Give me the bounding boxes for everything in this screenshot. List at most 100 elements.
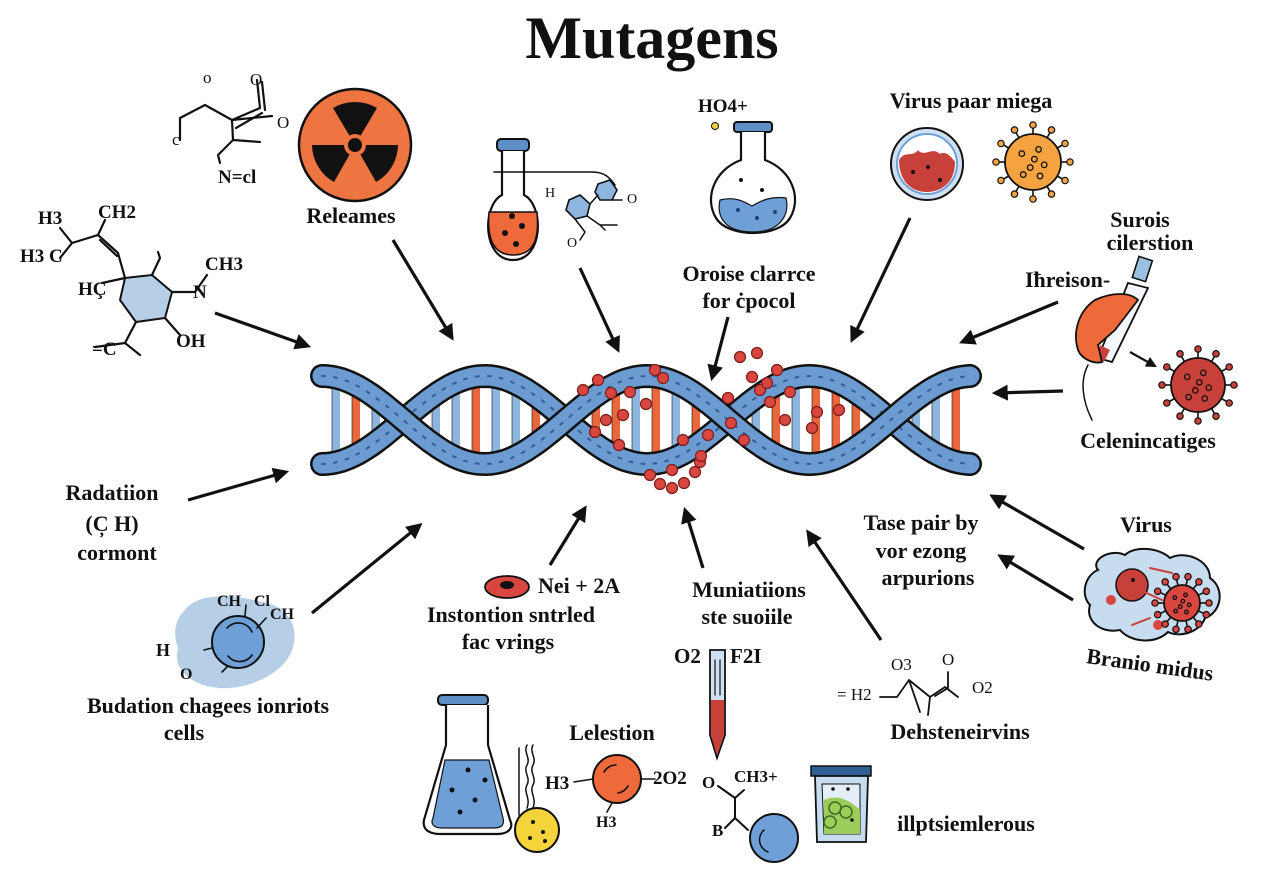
virus-spike-tip	[1230, 381, 1238, 389]
virus-spike-tip	[1153, 610, 1162, 619]
virus-spike-tip	[1010, 190, 1019, 198]
mutation-particle	[643, 468, 657, 482]
label-radiation-line1: Radatiion	[66, 480, 159, 505]
label-budation-line1: Budation chagees ionriots	[87, 693, 329, 718]
mutation-particle	[724, 416, 738, 430]
label-tase-line1: Tase pair by	[864, 510, 979, 535]
atom-label: CH	[217, 593, 242, 610]
arrow-virus-right-2	[997, 554, 1074, 602]
virus-spike-tip	[1195, 620, 1203, 628]
mutation-particle	[612, 438, 626, 452]
label-tase-line2: vor ezong	[876, 538, 967, 563]
mutation-particle	[616, 408, 630, 422]
petri-dish-icon	[890, 127, 964, 201]
atom-label: B	[712, 821, 723, 840]
dna-backbone-b-texture	[321, 374, 971, 466]
yellow-ball-icon	[514, 744, 560, 853]
mutation-particle	[770, 363, 784, 377]
virus-spike-tip	[1158, 381, 1166, 389]
virus-spike-tip	[992, 158, 1000, 166]
atom-label: HÇ	[78, 279, 107, 300]
test-tube-hand-icon	[1075, 255, 1154, 421]
radiation-icon	[297, 87, 413, 203]
mutation-particle	[760, 376, 774, 390]
arrows	[187, 217, 1157, 641]
mutation-particle	[648, 363, 662, 377]
mutation-particle	[665, 481, 679, 495]
mutation-particle	[694, 449, 708, 463]
virus-spike-tip	[1066, 158, 1074, 166]
mutation-particle	[599, 413, 613, 427]
arrow-oroise	[707, 316, 730, 382]
virus-spike-tip	[1047, 190, 1056, 198]
virus-spike-tip	[1163, 399, 1171, 407]
arrow-small-virus	[1129, 351, 1157, 368]
mutation-particle	[745, 370, 759, 384]
arrow-virus-right-1	[989, 494, 1085, 551]
virus-dot	[1036, 172, 1044, 180]
virus-spike-tip	[1225, 363, 1233, 371]
virus-red-icon	[1158, 345, 1238, 425]
virus-spike-tip	[1212, 350, 1220, 358]
atom-label: N=cl	[218, 167, 256, 188]
label-dehsteneirvins: Dehsteneirvins	[890, 719, 1030, 744]
virus-dot	[1040, 161, 1048, 169]
atom-label: = H2	[837, 685, 872, 704]
mutation-particle	[721, 391, 735, 405]
virus-dot	[1173, 608, 1179, 614]
atom-label: H3	[545, 773, 569, 794]
mutation-particles	[576, 346, 846, 495]
mutation-particle	[677, 476, 691, 490]
label-instontion-line2: fac vrings	[462, 629, 555, 654]
arrow-ring-molecule	[214, 311, 312, 350]
virus-spike-tip	[1047, 126, 1056, 134]
virus-spike-tip	[997, 139, 1005, 148]
round-flask-red-icon	[487, 138, 616, 262]
label-ihreison: Iћreison-	[1025, 267, 1110, 292]
virus-spike-tip	[1194, 345, 1202, 353]
virus-dot	[1205, 384, 1213, 392]
label-oroise-line1: Oroise clarrce	[683, 261, 816, 286]
virus-dot	[1200, 369, 1207, 377]
atom-label: o	[203, 68, 212, 87]
mutation-particle	[688, 465, 702, 479]
virus-dot	[1026, 164, 1034, 172]
mutation-particle	[701, 428, 715, 442]
label-muniations-line1: Muniatiions	[692, 577, 806, 602]
virus-spike-tip	[1061, 176, 1069, 185]
label-surois-line2: cilerstion	[1107, 230, 1194, 255]
atom-label: CH3+	[734, 767, 778, 786]
virus-dot	[1185, 393, 1192, 401]
mutation-particle	[656, 371, 670, 385]
blue-atom-molecule-icon: O CH3+ B	[702, 767, 799, 863]
flask-molecule-icon: H O O	[545, 179, 637, 251]
label-nei: Nei + 2A	[538, 573, 620, 598]
mutation-particle	[783, 385, 797, 399]
virus-dot	[1184, 609, 1189, 615]
dna-backbone-a-outline	[310, 363, 982, 477]
virus-spike-tip	[1225, 399, 1233, 407]
arrow-flask	[578, 267, 620, 353]
arrow-releames	[391, 239, 454, 341]
virus-dot	[1019, 171, 1027, 179]
mutation-particle	[665, 463, 679, 477]
mutation-particle	[676, 433, 690, 447]
atom-label: OH	[176, 331, 206, 352]
orange-atom-molecule-icon: H3 2O2 H3	[545, 754, 687, 831]
virus-spike-tip	[1184, 625, 1192, 634]
arrow-dehsteneirvins	[806, 529, 883, 641]
mutation-particle	[653, 477, 667, 491]
label-instontion-line1: Instontion sntrled	[427, 602, 595, 627]
virus-dot	[1183, 592, 1189, 598]
virus-spike-tip	[1195, 578, 1203, 586]
atom-label: O	[627, 192, 637, 207]
atom-label: O2	[972, 678, 993, 697]
atom-label: CH3	[205, 254, 243, 275]
label-illptsiemlerous: illptsiemlerous	[897, 811, 1035, 836]
arrow-radiation	[187, 467, 290, 502]
pipette-icon: O2 F2I	[674, 644, 762, 761]
mutation-particle	[639, 397, 653, 411]
page-title: Mutagens	[525, 5, 778, 71]
label-tase-line3: arpurions	[882, 565, 975, 590]
dna-backbone-a-texture	[321, 374, 971, 466]
